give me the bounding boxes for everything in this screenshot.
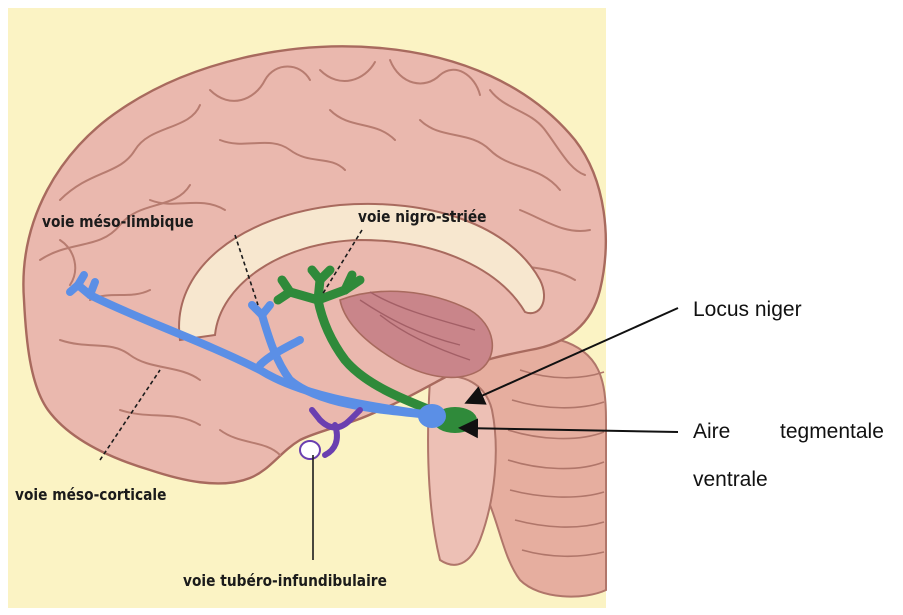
label-ventrale: ventrale (693, 468, 768, 492)
pituitary (300, 441, 320, 459)
label-aire: Aire (693, 420, 730, 444)
label-meso-limbique: voie méso-limbique (42, 212, 194, 231)
label-locus-niger: Locus niger (693, 298, 802, 322)
label-tegmentale: tegmentale (780, 420, 884, 444)
label-tubero-infundibulaire: voie tubéro-infundibulaire (183, 571, 387, 590)
label-meso-corticale: voie méso-corticale (15, 485, 166, 504)
vta-shape (418, 404, 446, 428)
label-nigro-striee: voie nigro-striée (358, 207, 487, 226)
